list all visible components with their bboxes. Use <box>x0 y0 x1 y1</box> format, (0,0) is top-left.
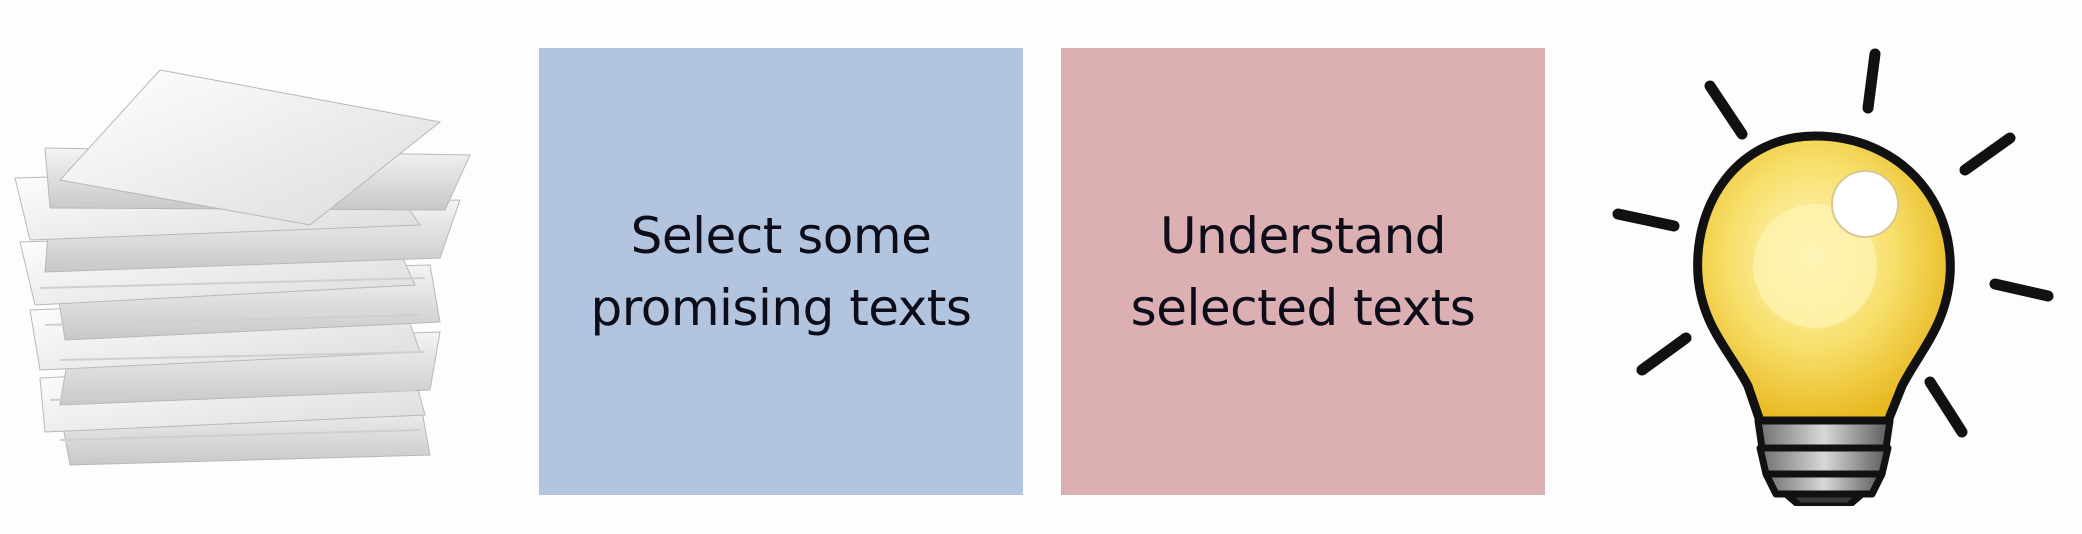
step-select-box: Select some promising texts <box>539 48 1023 495</box>
step-select-line2: promising texts <box>590 278 972 337</box>
step-understand-line2: selected texts <box>1130 278 1476 337</box>
step-understand-box: Understand selected texts <box>1061 48 1545 495</box>
step-understand-label: Understand selected texts <box>1131 200 1476 344</box>
paper-stack-icon <box>14 69 471 466</box>
step-select-label: Select some promising texts <box>591 200 972 344</box>
step-select-line1: Select some <box>630 206 932 265</box>
step-understand-line1: Understand <box>1159 206 1447 265</box>
lightbulb-icon <box>1612 48 2054 506</box>
